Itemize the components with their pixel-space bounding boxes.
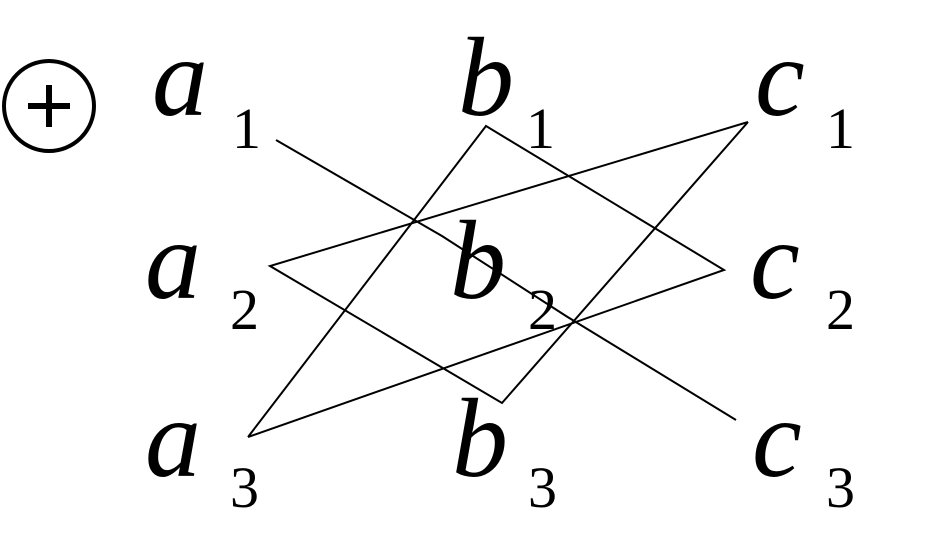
entry-b1-letter: b xyxy=(458,16,514,140)
entry-a2-subscript: 2 xyxy=(230,277,259,342)
entry-c2-letter: c xyxy=(750,199,800,323)
entry-b1-subscript: 1 xyxy=(526,96,555,161)
entry-a1-letter: a xyxy=(152,16,208,140)
entry-c3-subscript: 3 xyxy=(826,455,855,520)
entry-a1-subscript: 1 xyxy=(232,96,261,161)
circled-plus-icon xyxy=(2,59,96,153)
term-line-a3-b1-c2 xyxy=(247,124,727,438)
entry-b2-subscript: 2 xyxy=(528,277,557,342)
term-line-a2-b3-c1 xyxy=(267,121,749,405)
entry-b3-subscript: 3 xyxy=(528,455,557,520)
entry-c2-subscript: 2 xyxy=(826,277,855,342)
term-line-a1-b2-c3 xyxy=(275,139,737,421)
entry-a3-letter: a xyxy=(145,377,201,501)
entry-b3-letter: b xyxy=(452,377,508,501)
entry-a3-subscript: 3 xyxy=(230,455,259,520)
entry-c1-subscript: 1 xyxy=(826,96,855,161)
diagonal-connections xyxy=(247,121,749,438)
entry-c1-letter: c xyxy=(755,16,805,140)
entry-a2-letter: a xyxy=(145,199,201,323)
entry-c3-letter: c xyxy=(752,377,802,501)
entry-b2-letter: b xyxy=(450,199,506,323)
